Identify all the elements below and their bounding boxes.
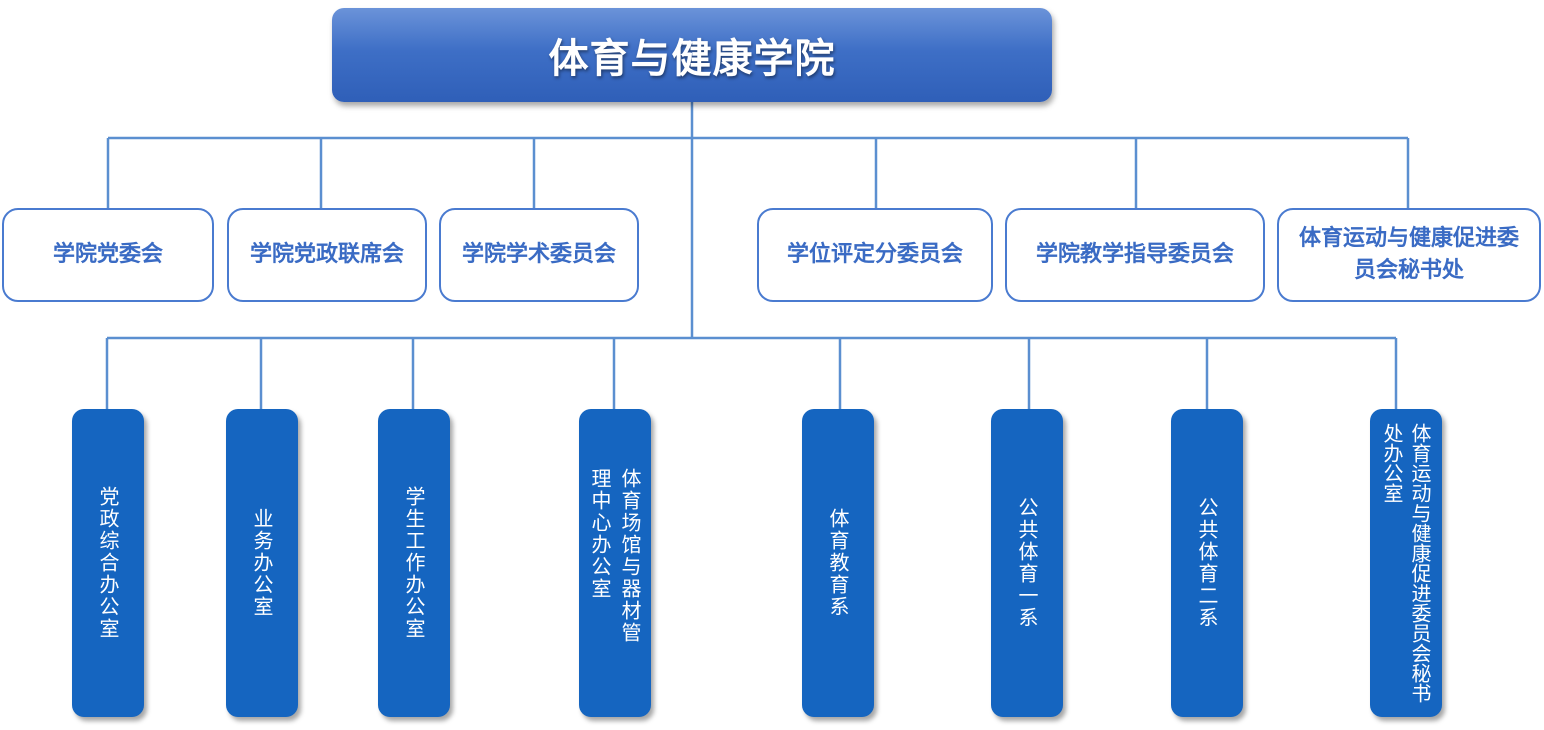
office-node-public-pe-1: 公共体育一系: [991, 409, 1063, 717]
office-label: 体育教育系: [826, 508, 850, 618]
office-node-venue-management: 体育场馆与器材管理中心办公室: [579, 409, 651, 717]
office-label: 党政综合办公室: [96, 486, 120, 640]
committee-node-party: 学院党委会: [2, 208, 214, 302]
committee-label: 学院教学指导委员会: [1035, 242, 1234, 267]
committee-node-joint-meeting: 学院党政联席会: [227, 208, 427, 302]
root-node-label: 体育与健康学院: [548, 36, 836, 82]
committee-node-academic: 学院学术委员会: [439, 208, 639, 302]
office-label: 体育运动与健康促进委员会秘书处办公室: [1380, 423, 1432, 703]
office-node-health-secretariat-office: 体育运动与健康促进委员会秘书处办公室: [1370, 409, 1442, 717]
committee-node-health-secretariat: 体育运动与健康促进委员会秘书处: [1277, 208, 1541, 302]
committee-node-teaching: 学院教学指导委员会: [1005, 208, 1265, 302]
office-label: 业务办公室: [250, 508, 274, 618]
office-node-general: 党政综合办公室: [72, 409, 144, 717]
office-label: 学生工作办公室: [402, 486, 426, 640]
committee-node-degree: 学位评定分委员会: [757, 208, 993, 302]
office-label: 公共体育一系: [1015, 497, 1039, 629]
committee-label: 学院学术委员会: [461, 242, 616, 267]
committee-label: 学院党委会: [52, 242, 163, 267]
office-node-student-affairs: 学生工作办公室: [378, 409, 450, 717]
root-node: 体育与健康学院: [332, 8, 1052, 102]
office-node-pe-education: 体育教育系: [802, 409, 874, 717]
office-label: 公共体育二系: [1195, 497, 1219, 629]
committee-label: 学位评定分委员会: [786, 242, 963, 267]
office-label: 体育场馆与器材管理中心办公室: [588, 468, 642, 644]
office-node-public-pe-2: 公共体育二系: [1171, 409, 1243, 717]
committee-label: 学院党政联席会: [249, 242, 404, 267]
office-node-business: 业务办公室: [226, 409, 298, 717]
committee-label: 体育运动与健康促进委员会秘书处: [1298, 226, 1519, 283]
